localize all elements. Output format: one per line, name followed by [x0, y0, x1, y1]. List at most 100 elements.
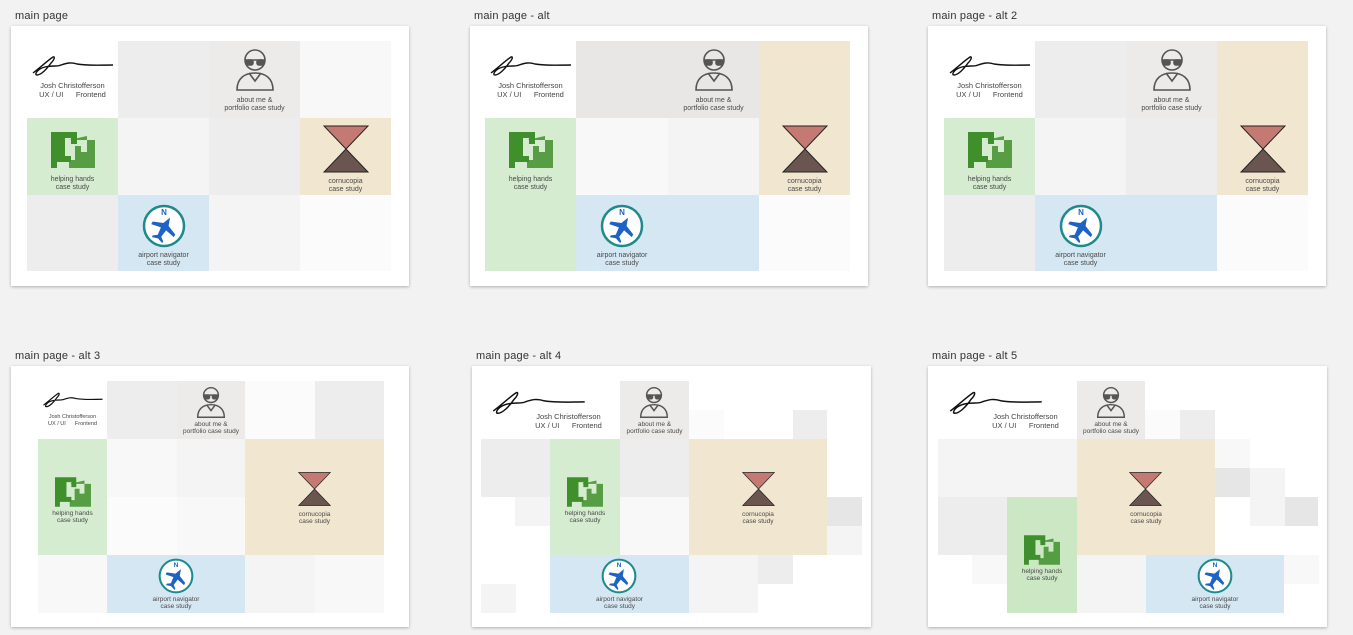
- airport-navigator-tile[interactable]: N airport navigator case study: [576, 195, 759, 271]
- board-main-page-alt[interactable]: main page - alt Josh Christofferson UX /…: [470, 10, 870, 290]
- cornucopia-caption: cornucopia case study: [1077, 511, 1215, 526]
- signature-tile[interactable]: Josh Christofferson UX / UI Frontend: [938, 381, 1077, 439]
- helping-caption: helping hands case study: [550, 510, 620, 525]
- artboard[interactable]: Josh Christofferson UX / UI Frontend abo…: [928, 366, 1327, 627]
- board-main-page[interactable]: main page Josh Christofferson UX / UI Fr…: [11, 10, 411, 290]
- board-main-page-alt-3[interactable]: main page - alt 3 Josh Christofferson UX…: [11, 350, 411, 632]
- board-main-page-alt-5[interactable]: main page - alt 5 Josh Christofferson UX…: [928, 350, 1330, 632]
- airplane-compass-icon: N: [601, 558, 637, 594]
- hourglass-icon: [1240, 125, 1286, 173]
- signature-icon: [490, 56, 572, 76]
- about-tile[interactable]: about me & portfolio case study: [1077, 381, 1145, 439]
- caption-line: case study: [787, 186, 822, 194]
- cornucopia-tile[interactable]: cornucopia case study: [245, 439, 384, 555]
- airport-navigator-tile[interactable]: N airport navigator case study: [107, 555, 245, 613]
- about-tile[interactable]: about me & portfolio case study: [620, 381, 689, 439]
- helping-hands-logo-icon: [509, 132, 553, 168]
- caption-line: portfolio case study: [224, 105, 285, 113]
- airport-navigator-tile[interactable]: N airport navigator case study: [550, 555, 689, 613]
- helping-caption: helping hands case study: [1007, 568, 1077, 583]
- artboard[interactable]: Josh Christofferson UX / UI Frontend abo…: [928, 26, 1326, 286]
- helping-hands-tile[interactable]: helping hands case study: [485, 118, 576, 271]
- caption-line: case study: [603, 603, 636, 611]
- about-tile[interactable]: about me & portfolio case study: [576, 41, 759, 118]
- empty-tile: [209, 118, 300, 195]
- airport-caption: airport navigator case study: [576, 252, 668, 268]
- hourglass-icon: [323, 125, 369, 173]
- cornucopia-tile[interactable]: cornucopia case study: [300, 118, 391, 195]
- artboard[interactable]: Josh Christofferson UX / UI Frontend abo…: [472, 366, 871, 627]
- svg-text:N: N: [1213, 562, 1218, 569]
- airport-navigator-tile[interactable]: N airport navigator case study: [1146, 555, 1284, 613]
- about-tile[interactable]: about me & portfolio case study: [209, 41, 300, 118]
- empty-tile: [1215, 468, 1250, 497]
- empty-tile: [827, 526, 862, 555]
- signature-icon: [43, 392, 103, 408]
- hourglass-icon: [742, 472, 775, 506]
- board-main-page-alt-4[interactable]: main page - alt 4 Josh Christofferson UX…: [472, 350, 874, 632]
- empty-tile: [759, 195, 850, 271]
- airport-navigator-tile[interactable]: N airport navigator case study: [118, 195, 209, 271]
- cornucopia-tile[interactable]: cornucopia case study: [1077, 439, 1215, 555]
- artboard[interactable]: Josh Christofferson UX / UI Frontend abo…: [470, 26, 868, 286]
- empty-tile: [1126, 118, 1217, 195]
- profile-role: UX / UI Frontend: [497, 90, 564, 99]
- empty-tile: [1180, 410, 1215, 439]
- about-caption: about me & portfolio case study: [1077, 421, 1145, 436]
- caption-line: case study: [605, 260, 639, 268]
- person-with-glasses-icon: [695, 49, 733, 91]
- caption-line: helping hands: [50, 176, 95, 183]
- empty-tile: [1035, 41, 1126, 118]
- caption-line: portfolio case study: [1141, 105, 1202, 113]
- caption-line: airport navigator: [596, 596, 643, 603]
- empty-tile: [620, 497, 689, 555]
- empty-tile: [107, 497, 177, 555]
- helping-caption: helping hands case study: [944, 176, 1035, 192]
- empty-tile: [315, 381, 384, 439]
- signature-tile[interactable]: Josh Christofferson UX / UI Frontend: [38, 381, 107, 439]
- airport-navigator-tile[interactable]: N airport navigator case study: [1035, 195, 1217, 271]
- empty-tile: [481, 439, 550, 497]
- artboard[interactable]: Josh Christofferson UX / UI Frontend abo…: [11, 366, 409, 627]
- artboard[interactable]: Josh Christofferson UX / UI Frontend abo…: [11, 26, 409, 286]
- signature-tile[interactable]: Josh Christofferson UX / UI Frontend: [485, 41, 576, 118]
- caption-line: case study: [298, 518, 331, 526]
- about-tile[interactable]: about me & portfolio case study: [177, 381, 245, 439]
- signature-icon: [949, 56, 1031, 76]
- cornucopia-caption: cornucopia case study: [1217, 178, 1308, 194]
- helping-hands-tile[interactable]: helping hands case study: [38, 439, 107, 555]
- signature-icon: [949, 391, 1042, 415]
- board-title: main page - alt 5: [932, 350, 1018, 362]
- board-title: main page - alt 4: [476, 350, 562, 362]
- cornucopia-tile[interactable]: cornucopia case study: [689, 439, 827, 555]
- empty-tile: [668, 118, 759, 195]
- helping-hands-tile[interactable]: helping hands case study: [27, 118, 118, 195]
- helping-hands-tile[interactable]: helping hands case study: [550, 439, 620, 555]
- empty-tile: [209, 195, 300, 271]
- board-main-page-alt-2[interactable]: main page - alt 2 Josh Christofferson UX…: [928, 10, 1328, 290]
- person-with-glasses-icon: [196, 386, 226, 418]
- helping-hands-logo-icon: [51, 132, 95, 168]
- profile-name-block: Josh Christofferson UX / UI Frontend: [517, 412, 620, 430]
- helping-hands-tile[interactable]: helping hands case study: [1007, 497, 1077, 613]
- empty-tile: [938, 439, 1077, 497]
- about-tile[interactable]: about me & portfolio case study: [1126, 41, 1217, 118]
- cornucopia-tile[interactable]: cornucopia case study: [1217, 41, 1308, 195]
- board-title: main page - alt 3: [15, 350, 101, 362]
- signature-icon: [492, 391, 585, 415]
- helping-hands-logo-icon: [1024, 535, 1060, 565]
- signature-tile[interactable]: Josh Christofferson UX / UI Frontend: [944, 41, 1035, 118]
- empty-tile: [1250, 468, 1285, 526]
- helping-hands-tile[interactable]: helping hands case study: [944, 118, 1035, 195]
- caption-line: case study: [328, 186, 363, 194]
- about-caption: about me & portfolio case study: [620, 421, 689, 436]
- profile-name-block: Josh Christofferson UX / UI Frontend: [27, 81, 118, 99]
- airport-caption: airport navigator case study: [1035, 252, 1126, 268]
- cornucopia-tile[interactable]: cornucopia case study: [759, 41, 850, 195]
- cornucopia-caption: cornucopia case study: [689, 511, 827, 526]
- signature-tile[interactable]: Josh Christofferson UX / UI Frontend: [27, 41, 118, 118]
- empty-tile: [689, 410, 724, 439]
- empty-tile: [38, 555, 107, 613]
- caption-line: case study: [146, 260, 181, 268]
- signature-tile[interactable]: Josh Christofferson UX / UI Frontend: [481, 381, 620, 439]
